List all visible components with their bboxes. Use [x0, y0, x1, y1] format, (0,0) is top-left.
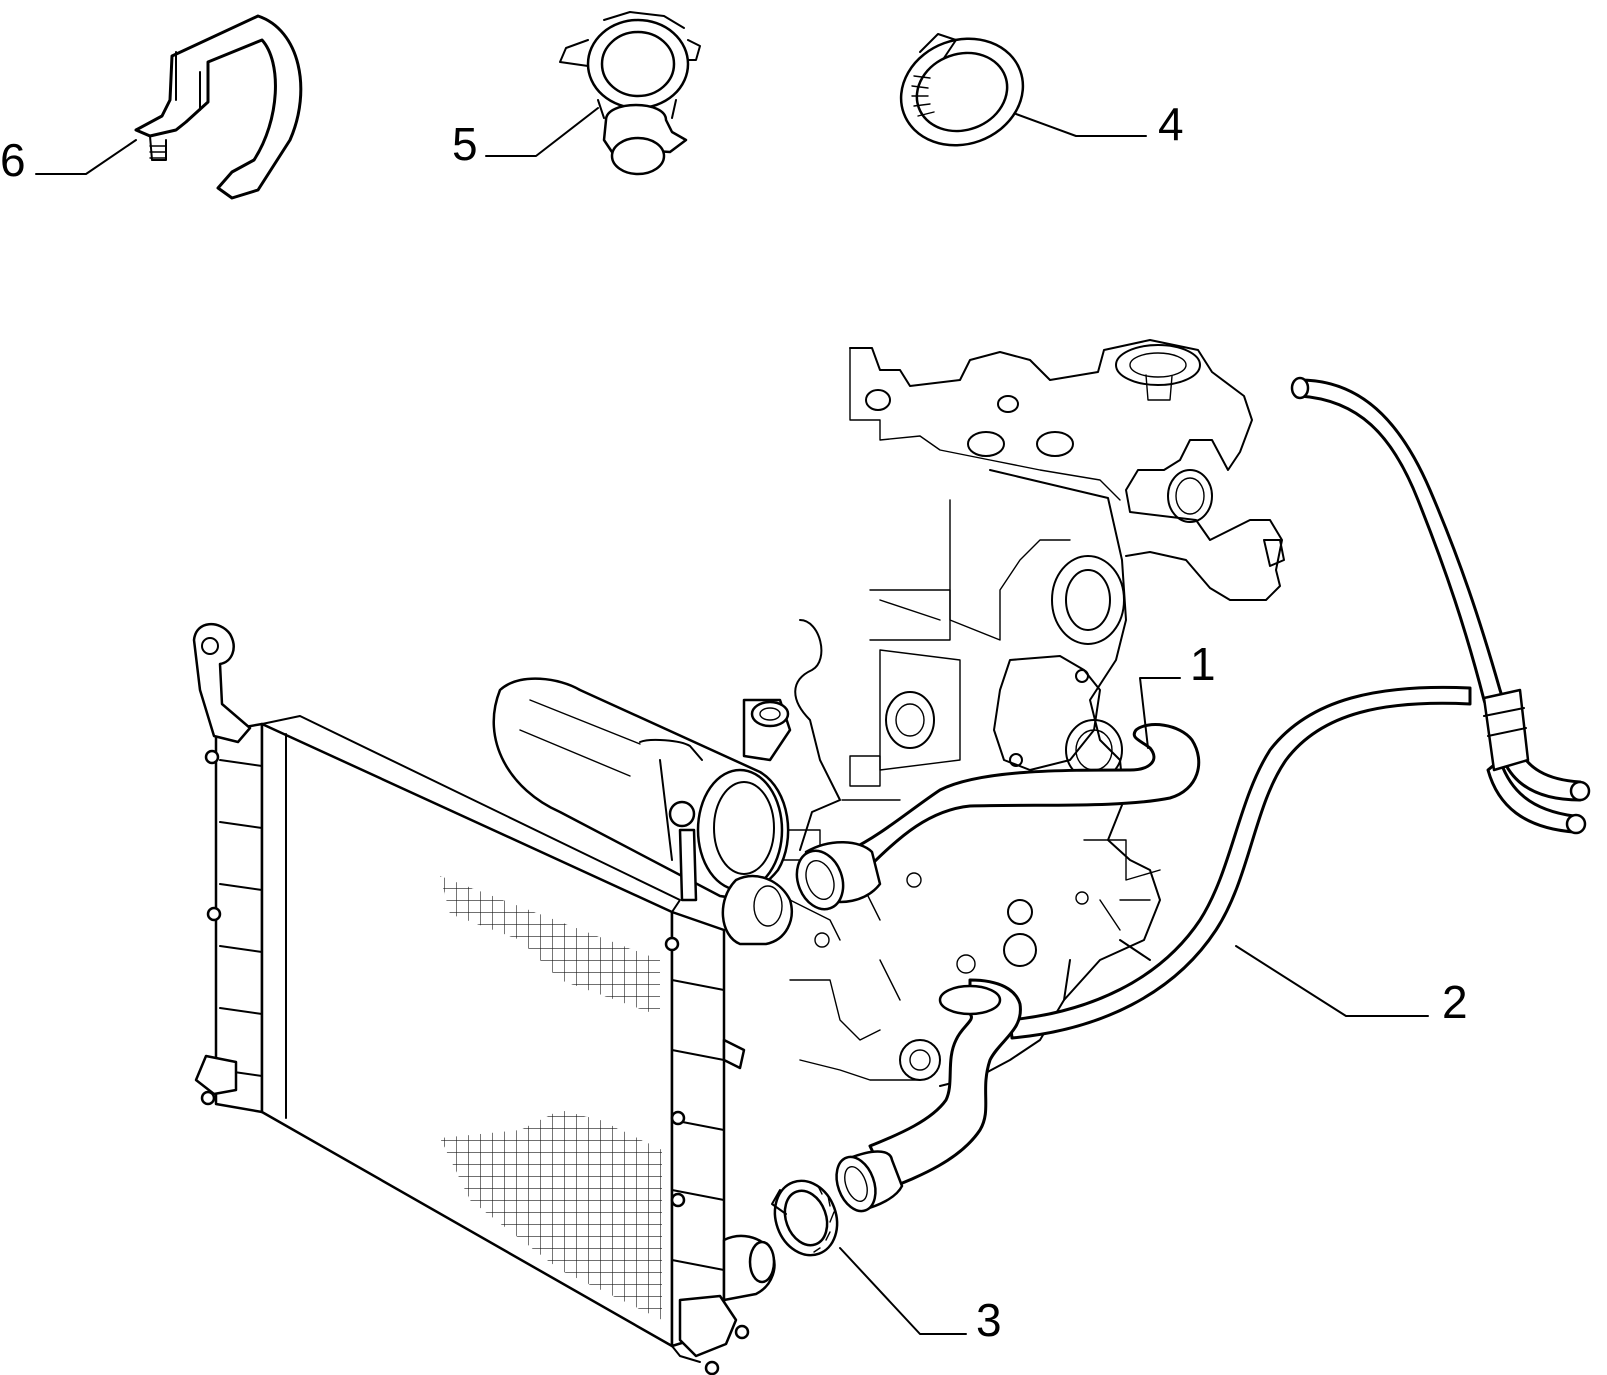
- radiator: [192, 623, 776, 1375]
- callout-6: 6: [0, 134, 137, 186]
- part-5-double-clip: [559, 11, 701, 176]
- callout-1-label: 1: [1190, 638, 1216, 690]
- callout-4-label: 4: [1158, 98, 1184, 150]
- callout-5: 5: [452, 107, 599, 170]
- callout-1: 1: [1139, 638, 1216, 749]
- part-6-bracket: [134, 14, 303, 200]
- callout-5-label: 5: [452, 118, 478, 170]
- heater-pipe: [1290, 376, 1591, 835]
- part-3-hose-clamp: [771, 1179, 839, 1257]
- expansion-tank: [492, 677, 793, 946]
- callout-2: 2: [1235, 945, 1468, 1028]
- callout-3: 3: [839, 1247, 1002, 1346]
- part-4-hose-clamp: [899, 33, 1025, 147]
- lower-hose: [835, 978, 1022, 1213]
- hose-2: [1008, 685, 1472, 1040]
- engine-block: [779, 339, 1285, 1087]
- callout-4: 4: [1015, 98, 1184, 150]
- callout-2-label: 2: [1442, 976, 1468, 1028]
- callout-6-label: 6: [0, 134, 26, 186]
- callout-3-label: 3: [976, 1294, 1002, 1346]
- hose-1: [795, 723, 1201, 911]
